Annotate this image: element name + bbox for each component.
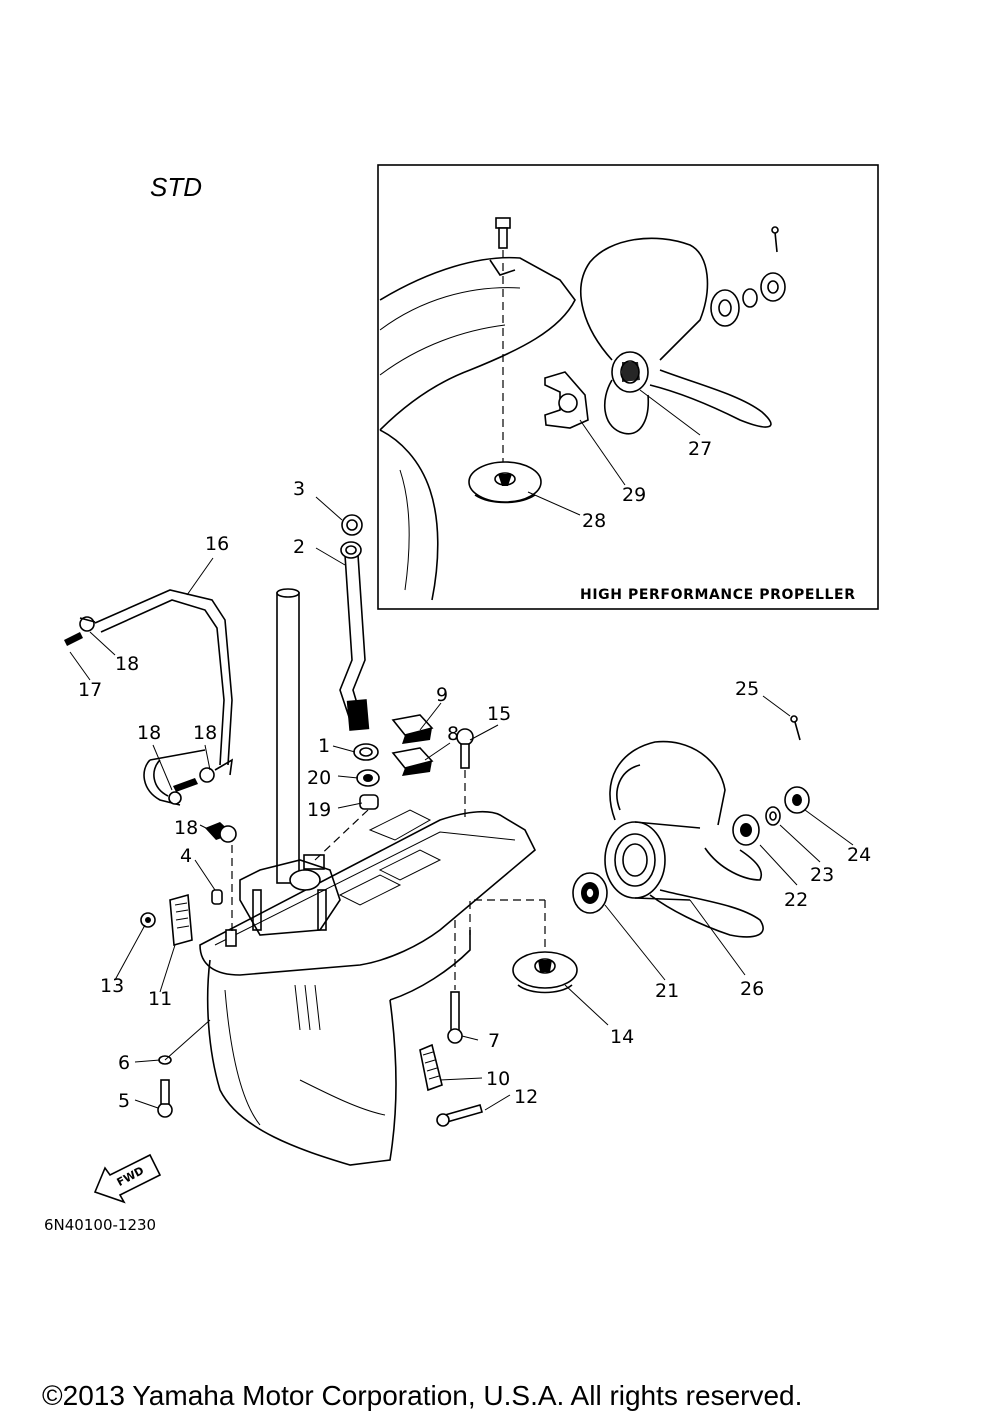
anode-28 [468, 461, 542, 504]
callout-18d: 18 [174, 817, 198, 839]
callout-15: 15 [487, 703, 511, 725]
thrust-washer-21 [572, 872, 608, 914]
callout-9: 9 [436, 684, 448, 706]
plate-10 [419, 1043, 443, 1092]
callout-2: 2 [293, 536, 305, 558]
callout-12: 12 [514, 1086, 538, 1108]
callout-20: 20 [307, 767, 331, 789]
callout-5: 5 [118, 1090, 130, 1112]
propeller-27 [580, 237, 772, 435]
callout-10: 10 [486, 1068, 510, 1090]
callout-18c: 18 [193, 722, 217, 744]
callout-26: 26 [740, 978, 764, 1000]
callout-17: 17 [78, 679, 102, 701]
small-bolts [157, 920, 483, 1127]
callout-28: 28 [582, 510, 606, 532]
water-tube-2 [339, 541, 370, 731]
anode-14 [469, 899, 578, 994]
hose-16 [94, 589, 233, 806]
inset-box [377, 164, 879, 610]
grommet-3 [341, 514, 363, 536]
callout-29: 29 [622, 484, 646, 506]
callout-18b: 18 [137, 722, 161, 744]
bolt-15 [456, 728, 474, 820]
callout-22: 22 [784, 889, 808, 911]
callout-labels: 1 2 3 4 5 6 7 8 9 10 11 12 13 14 15 16 1… [78, 438, 871, 1112]
fittings [64, 616, 237, 935]
callout-19: 19 [307, 799, 331, 821]
callout-14: 14 [610, 1026, 634, 1048]
callout-21: 21 [655, 980, 679, 1002]
gearcase-body [199, 588, 536, 1166]
callout-7: 7 [488, 1030, 500, 1052]
callout-13: 13 [100, 975, 124, 997]
copyright-notice: ©2013 Yamaha Motor Corporation, U.S.A. A… [42, 1380, 803, 1411]
callout-18a: 18 [115, 653, 139, 675]
callout-23: 23 [810, 864, 834, 886]
callout-6: 6 [118, 1052, 130, 1074]
callout-24: 24 [847, 844, 871, 866]
washer-29 [544, 371, 589, 429]
callout-11: 11 [148, 988, 172, 1010]
callout-8: 8 [447, 723, 459, 745]
variant-label: STD [150, 172, 202, 202]
prop-hardware [732, 715, 810, 846]
leader-lines [69, 496, 854, 1111]
propeller-26 [604, 740, 764, 938]
callout-4: 4 [180, 845, 192, 867]
callout-27: 27 [688, 438, 712, 460]
callout-16: 16 [205, 533, 229, 555]
callout-25: 25 [735, 678, 759, 700]
inset-title: HIGH PERFORMANCE PROPELLER [580, 587, 856, 603]
part-code: 6N40100-1230 [44, 1216, 157, 1234]
callout-3: 3 [293, 478, 305, 500]
callout-1: 1 [318, 735, 330, 757]
rubber-seals [391, 714, 434, 776]
cover-11-13 [140, 893, 193, 947]
dowel-pin-4 [211, 889, 223, 905]
fwd-arrow [93, 1153, 162, 1204]
